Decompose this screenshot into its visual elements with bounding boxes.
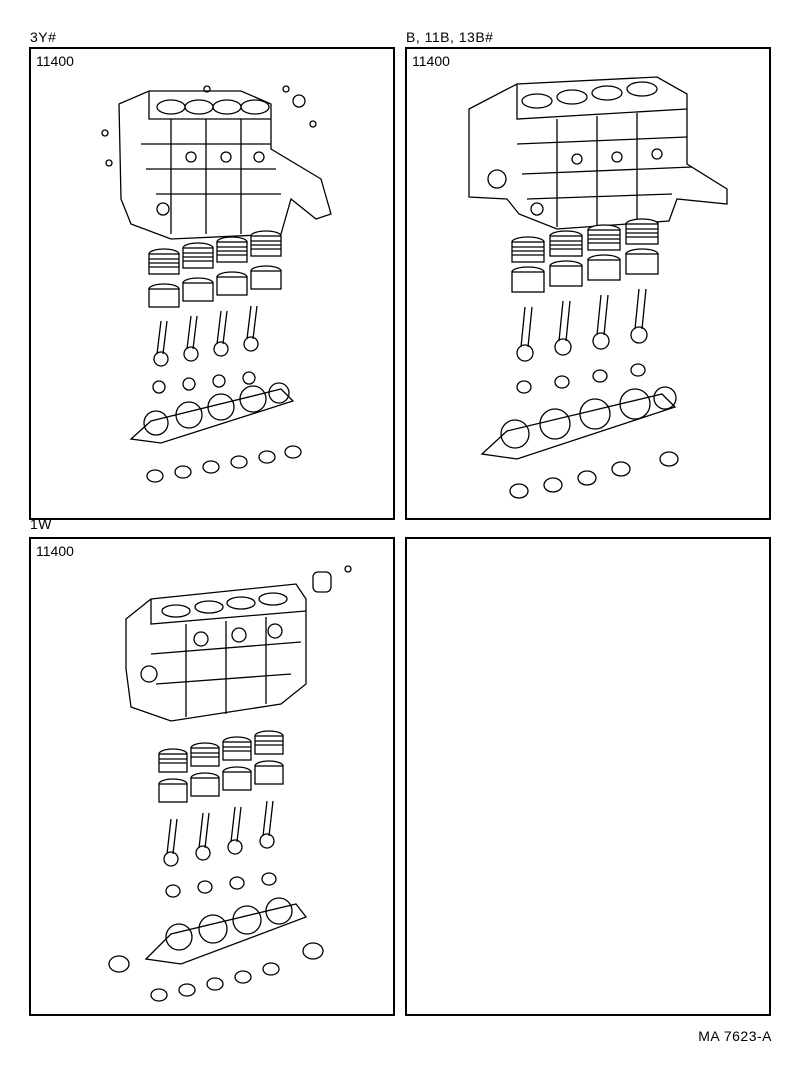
panel-b-11b-13b-short-block: 11400: [405, 47, 771, 520]
cylinder-block-icon: [468, 76, 728, 230]
variant-label-3y: 3Y#: [30, 29, 57, 45]
bearing-set-icon: [509, 363, 679, 499]
piston-set-icon: [158, 730, 284, 803]
bearing-set-icon: [150, 872, 280, 1002]
short-block-exploded-illustration: [108, 565, 352, 1002]
panel-3y-short-block: 11400: [29, 47, 395, 520]
panel-1w-short-block: 11400: [29, 537, 395, 1016]
cylinder-block-icon: [125, 565, 352, 722]
connecting-rod-set-icon: [516, 288, 648, 362]
short-block-exploded-illustration: [468, 76, 728, 499]
crankshaft-icon: [129, 382, 295, 444]
panel-empty: [405, 537, 771, 1016]
part-number: 11400: [36, 543, 74, 559]
part-number: 11400: [36, 53, 74, 69]
bearing-set-icon: [146, 371, 302, 483]
connecting-rod-set-icon: [163, 800, 275, 867]
cylinder-block-icon: [101, 85, 332, 240]
variant-label-1w: 1W: [30, 516, 52, 532]
variant-label-b-11b-13b: B, 11B, 13B#: [406, 29, 494, 45]
connecting-rod-set-icon: [153, 305, 259, 367]
piston-set-icon: [148, 230, 282, 308]
part-number: 11400: [412, 53, 450, 69]
crankshaft-icon: [480, 386, 677, 460]
diagram-reference-code: MA 7623-A: [698, 1028, 772, 1044]
crankshaft-icon: [108, 897, 324, 973]
piston-set-icon: [511, 218, 659, 293]
short-block-exploded-illustration: [101, 85, 332, 483]
